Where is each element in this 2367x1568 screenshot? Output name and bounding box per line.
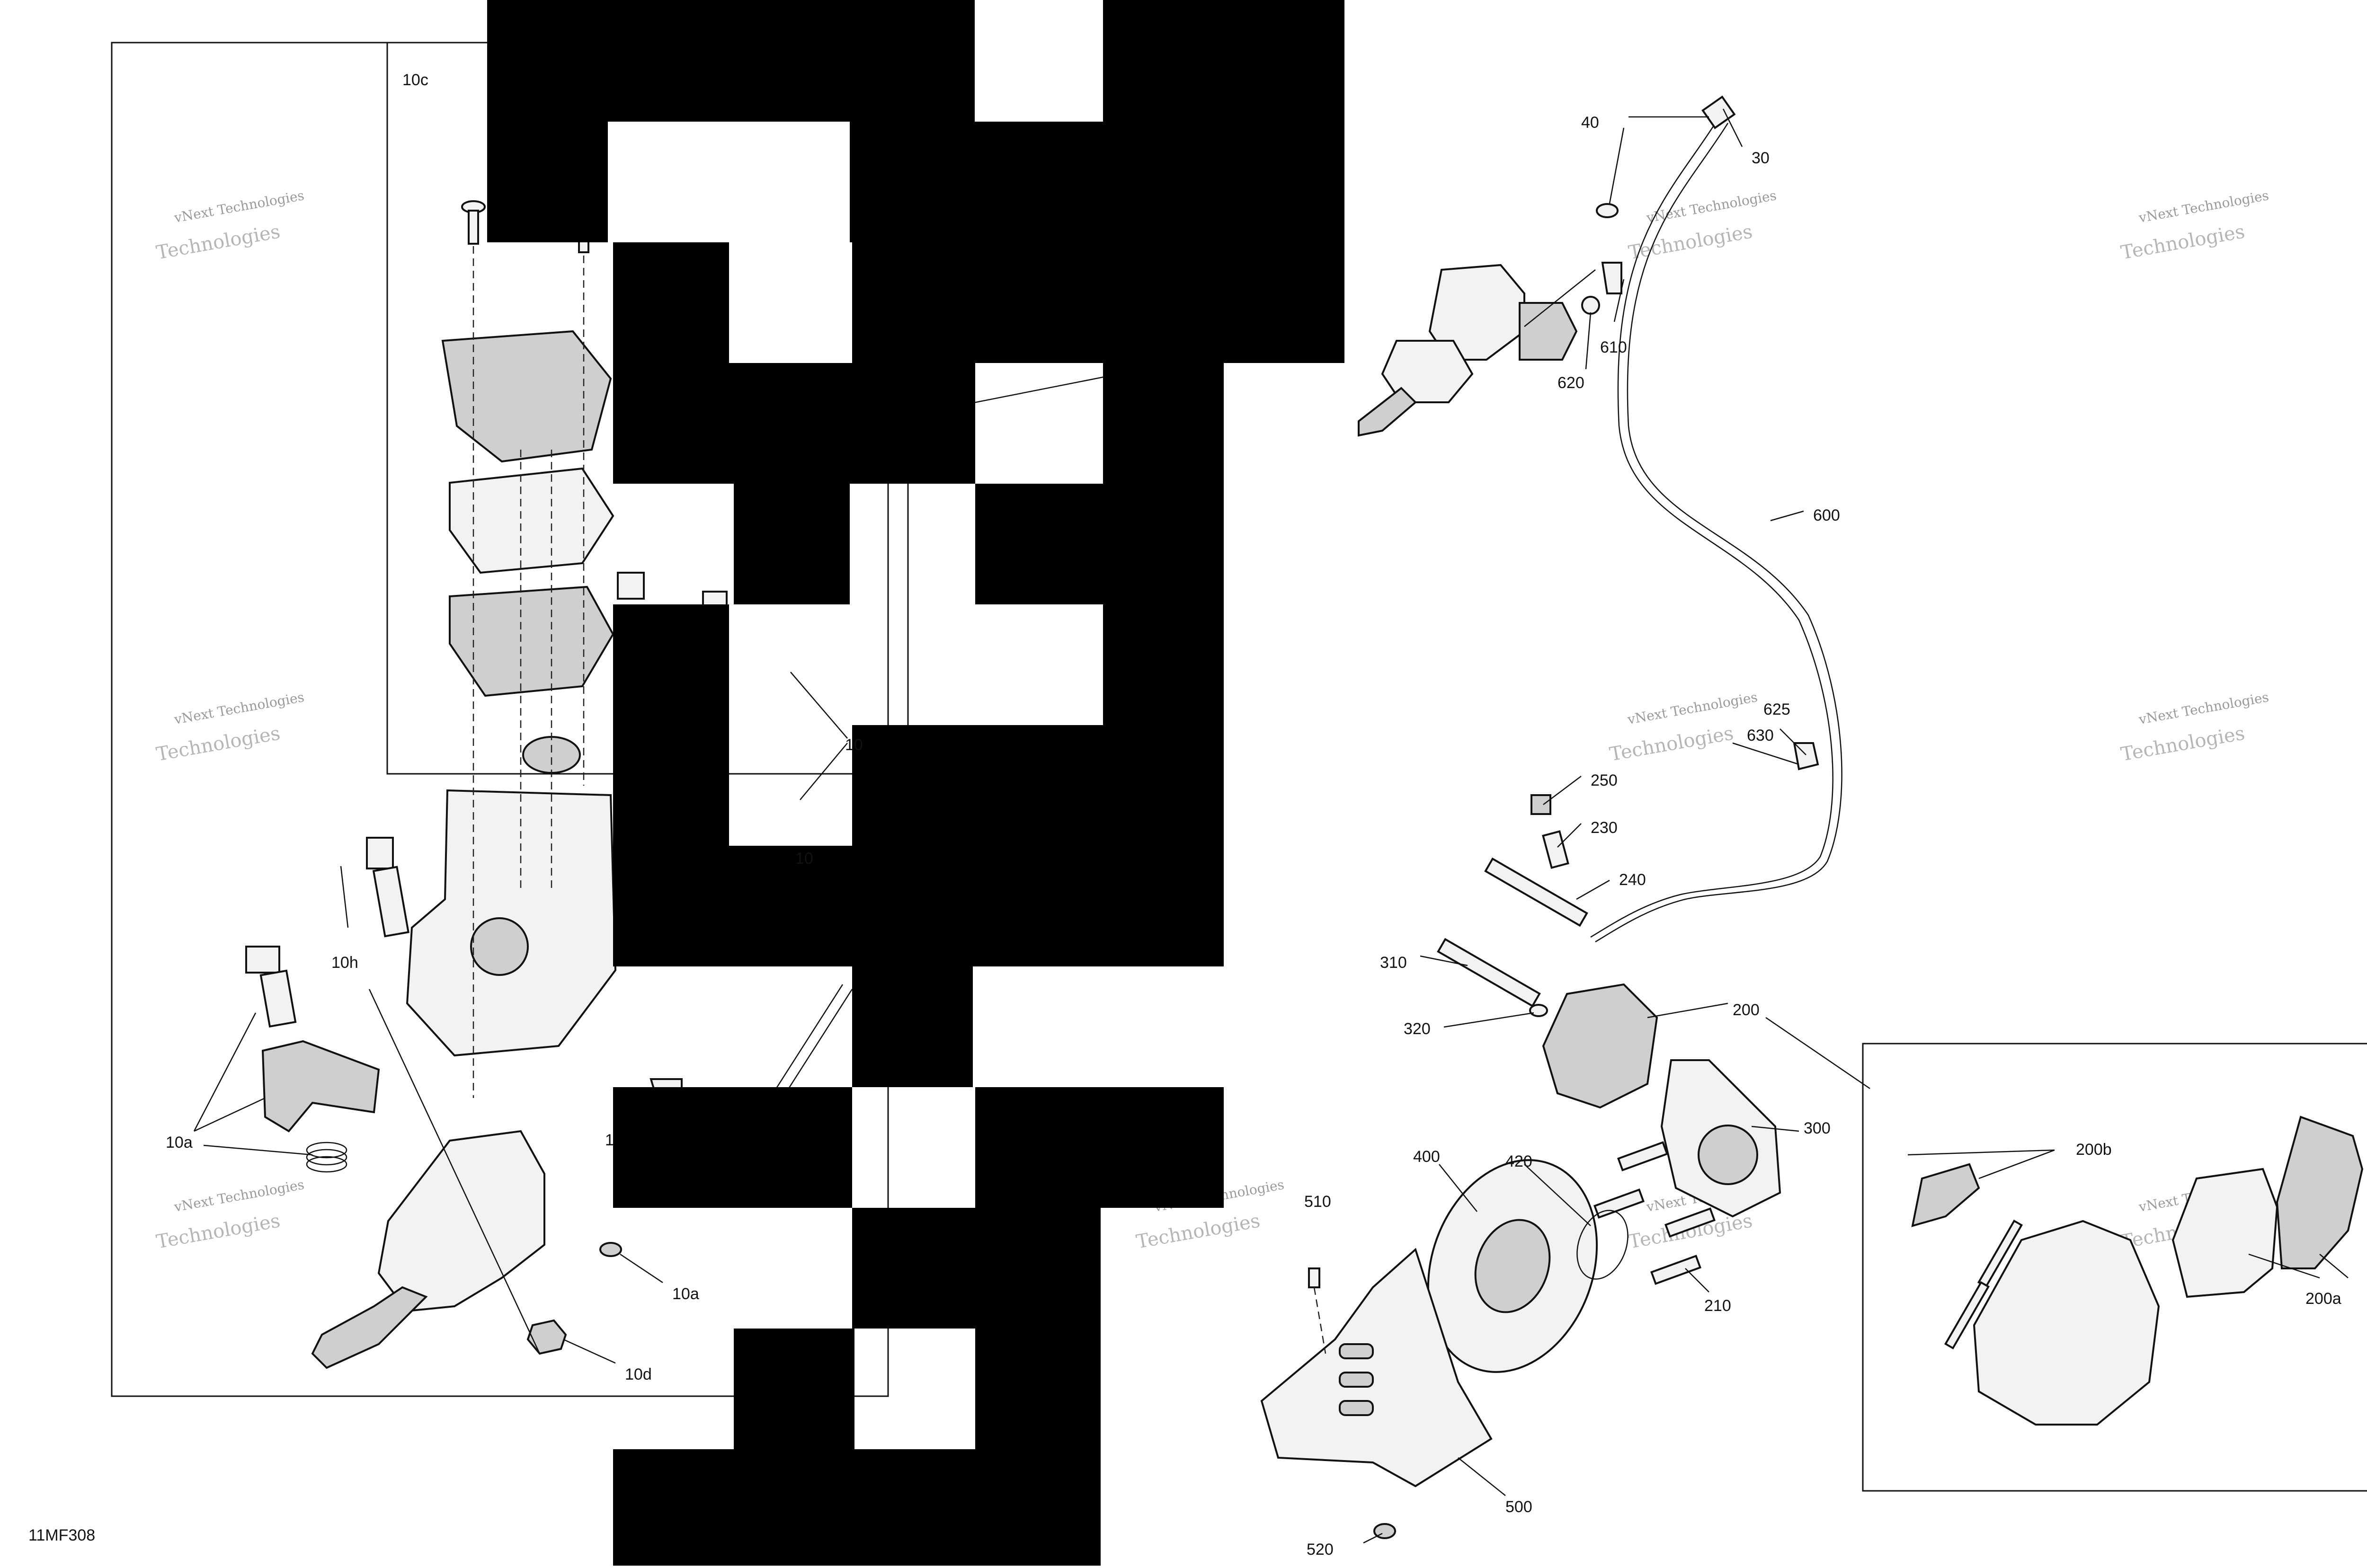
callout-30: 30 — [1752, 149, 1770, 167]
reservoir-cover — [441, 330, 612, 463]
disc-hub — [1474, 1219, 1551, 1313]
callout-200a: 200a — [2305, 1290, 2341, 1308]
watermark-line2: Technologies — [155, 1210, 282, 1253]
callout-300: 300 — [1804, 1119, 1831, 1137]
callout-600: 600 — [1813, 506, 1840, 524]
handlebar-clamp — [1519, 302, 1578, 361]
callout-10a: 10a — [166, 1134, 193, 1152]
return-spring — [306, 1142, 347, 1173]
redaction-block-pattern — [487, 0, 1344, 1566]
caliper-bolt-upper — [1484, 857, 1588, 927]
handlebar-master-cylinder — [1428, 264, 1525, 361]
diaphragm-plate — [449, 467, 614, 574]
callout-10-partial-2: 10 — [795, 850, 813, 868]
disc-guard — [1260, 1248, 1493, 1488]
callout-625: 625 — [1763, 700, 1790, 718]
bracket-bolt-3 — [1664, 1207, 1716, 1238]
watermark-line1: vNext Technologies — [1626, 689, 1759, 727]
callout-40: 40 — [1581, 114, 1599, 132]
pivot-bolt — [366, 837, 409, 938]
callout-250: 250 — [1591, 771, 1618, 789]
caliper-detail-view — [1907, 1116, 2364, 1426]
watermark-line1: vNext Technologies — [173, 187, 306, 226]
callout-210: 210 — [1704, 1297, 1731, 1315]
guard-screw-510 — [1308, 1267, 1320, 1288]
callout-1-partial: 1 — [605, 1131, 614, 1149]
hose-washer — [1596, 203, 1619, 218]
callout-240: 240 — [1619, 871, 1646, 889]
banjo-bolt — [617, 572, 645, 600]
callout-10d: 10d — [625, 1365, 652, 1383]
caliper-body-detail — [1973, 1220, 2160, 1426]
callout-200: 200 — [1733, 1001, 1760, 1019]
brake-lever-handle — [311, 1286, 428, 1369]
pad-spring — [1911, 1163, 1980, 1227]
callout-400: 400 — [1413, 1148, 1440, 1166]
callout-10c: 10c — [402, 71, 428, 89]
callout-230: 230 — [1591, 819, 1618, 837]
diaphragm — [449, 585, 614, 697]
clip-washer — [1581, 296, 1600, 315]
watermark-line2: Technologies — [1608, 722, 1735, 765]
watermark-line2: Technologies — [2119, 722, 2247, 765]
watermark-line1: vNext Technologies — [173, 689, 306, 727]
watermark-line1: vNext Technologies — [2137, 689, 2270, 727]
watermark-line2: Technologies — [1627, 221, 1754, 264]
diagram-code: 11MF308 — [28, 1526, 95, 1544]
o-ring — [1576, 1210, 1628, 1280]
bleeder-cap — [1531, 794, 1551, 815]
lever-nut — [526, 1319, 567, 1355]
bracket-bolt-1 — [1617, 1141, 1668, 1171]
retaining-clip — [599, 1242, 622, 1257]
callout-320: 320 — [1404, 1020, 1431, 1038]
brake-pad — [2276, 1116, 2364, 1269]
watermark-line2: Technologies — [1135, 1210, 1262, 1253]
callout-630: 630 — [1747, 726, 1774, 744]
hose-fitting-top — [1701, 95, 1736, 129]
sight-glass-cap — [522, 736, 581, 774]
brake-hose — [1595, 123, 1842, 943]
inset-caliper-detail-frame — [1862, 1043, 2367, 1492]
callout-10-partial: 10 — [845, 736, 863, 754]
bracket-opening — [1698, 1125, 1758, 1185]
callout-10a-clip: 10a — [672, 1285, 699, 1303]
callout-610: 610 — [1600, 338, 1627, 356]
watermark-line2: Technologies — [2119, 221, 2247, 264]
pad-pin-2 — [1944, 1281, 1990, 1350]
master-cylinder-bore — [470, 917, 529, 976]
watermark-line2: Technologies — [155, 722, 282, 765]
caliper-bolt-lower — [1437, 938, 1541, 1008]
bolt-washer — [1529, 1004, 1548, 1017]
callout-labels: 10c 10 10 1 10h 10a 10a 10d 40 30 610 62… — [28, 71, 2341, 1559]
callout-200b: 200b — [2076, 1141, 2112, 1159]
watermark-line2: Technologies — [155, 221, 282, 264]
watermark-line1: vNext Technologies — [173, 1177, 306, 1215]
callout-520: 520 — [1307, 1541, 1334, 1559]
callout-10h: 10h — [331, 954, 358, 972]
hose-guide-clip — [1601, 262, 1622, 294]
callout-420: 420 — [1505, 1152, 1532, 1170]
brake-lever-assembly — [377, 1130, 545, 1312]
callout-310: 310 — [1380, 954, 1407, 972]
callout-510: 510 — [1304, 1193, 1331, 1211]
handlebar-lever-body — [1381, 340, 1474, 403]
handlebar-lever — [1358, 387, 1417, 437]
lever-screw — [245, 946, 297, 1028]
cover-screw-left — [461, 200, 486, 245]
callout-500: 500 — [1505, 1498, 1532, 1516]
lever-bracket — [261, 1040, 380, 1133]
bracket-bolt-4 — [1650, 1255, 1701, 1285]
brake-pad-backing — [2171, 1168, 2278, 1298]
callout-620: 620 — [1557, 374, 1584, 392]
bleeder-screw — [1542, 830, 1569, 869]
brake-caliper — [1542, 983, 1658, 1109]
watermark-line1: vNext Technologies — [2137, 187, 2270, 226]
brake-system-view — [1260, 95, 1870, 1544]
